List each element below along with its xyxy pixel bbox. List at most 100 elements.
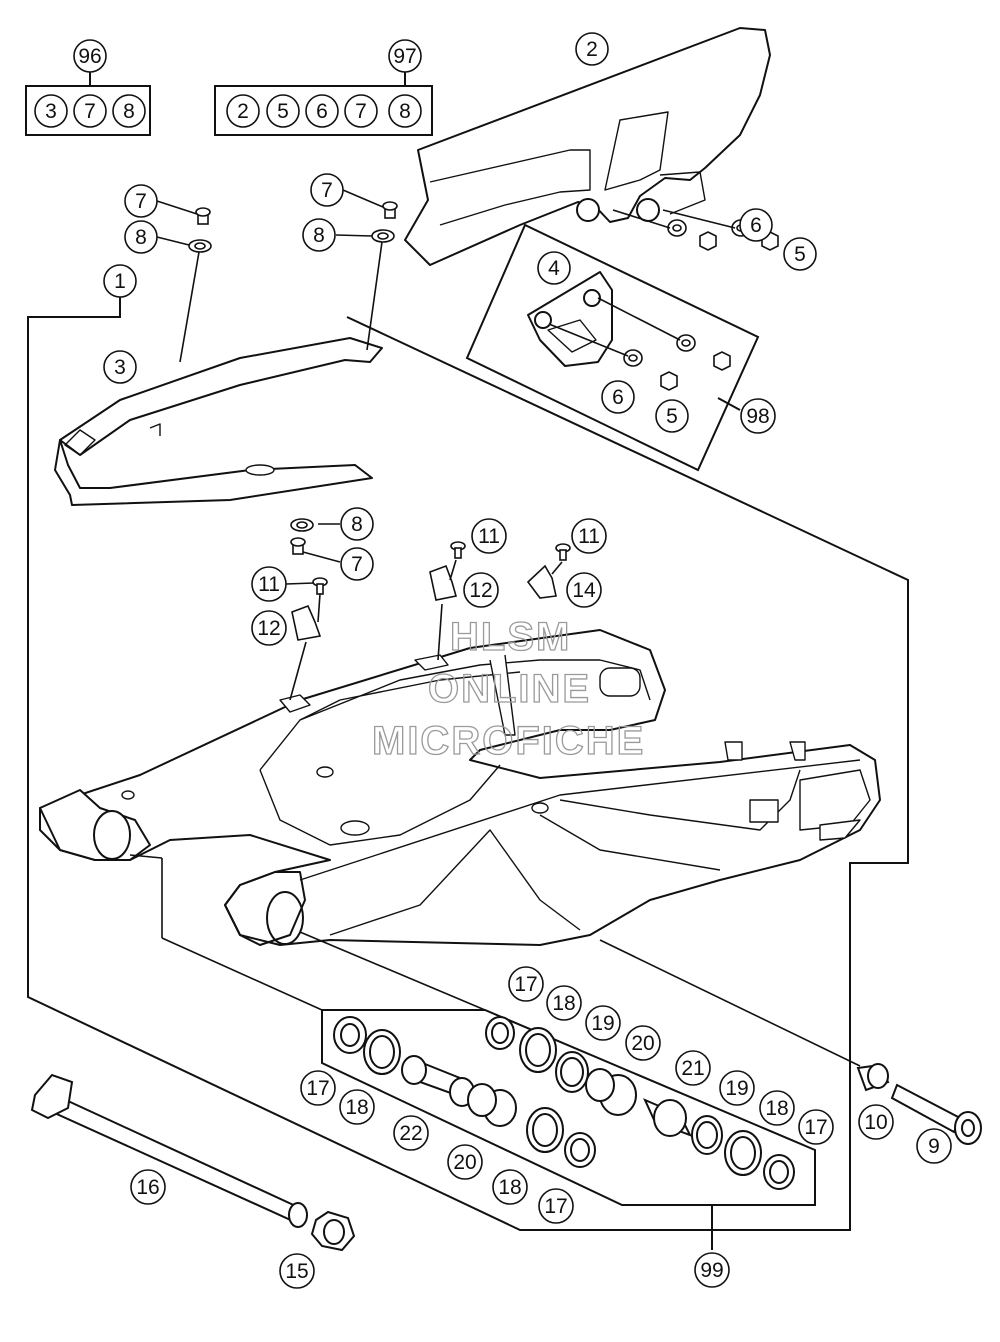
- callout-17-a-label: 17: [514, 973, 537, 996]
- callout-8-b: 8: [302, 218, 336, 252]
- leader-lines: [129, 189, 861, 1067]
- callout-18-d: 18: [492, 1169, 528, 1205]
- callout-11-c-label: 11: [578, 525, 600, 548]
- spacer-20-left: [467, 1083, 517, 1127]
- callout-18-b: 18: [759, 1090, 795, 1126]
- callout-7-b: 7: [310, 173, 344, 207]
- bearing-17-left: [333, 1016, 367, 1054]
- shock-bolt: [890, 1083, 982, 1145]
- callout-7-c: 7: [340, 547, 374, 581]
- callout-96-item-3: 8: [112, 94, 146, 128]
- callout-9: 9: [916, 1128, 952, 1164]
- callout-97-item-4: 7: [344, 94, 378, 128]
- swingarm-body: [39, 629, 881, 946]
- nut-5-a: [699, 231, 717, 251]
- callout-17-d: 17: [538, 1188, 574, 1224]
- callout-98-label: 98: [746, 405, 769, 428]
- callout-97-item-5: 8: [388, 94, 422, 128]
- callout-17-c-label: 17: [306, 1077, 329, 1100]
- callout-97-item-2-label: 5: [277, 100, 289, 123]
- callout-3-label: 3: [114, 356, 126, 379]
- callout-20-a-label: 20: [631, 1032, 654, 1055]
- callout-19-a-label: 19: [591, 1012, 614, 1035]
- callout-96-item-1-label: 3: [45, 100, 57, 123]
- callout-97-item-3: 6: [305, 94, 339, 128]
- callout-19-b-label: 19: [725, 1077, 748, 1100]
- washer-6-c: [676, 334, 696, 352]
- washer-8-a: [188, 239, 212, 253]
- callout-97-item-1: 2: [226, 94, 260, 128]
- callout-96: 96: [73, 39, 107, 73]
- callout-17-d-label: 17: [544, 1195, 567, 1218]
- callout-1: 1: [103, 264, 137, 298]
- seal-18-left: [363, 1029, 401, 1075]
- callout-18-c-label: 18: [345, 1096, 368, 1119]
- clamp-12-a: [291, 604, 322, 641]
- callout-99-label: 99: [700, 1259, 723, 1282]
- callout-18-a: 18: [546, 985, 582, 1021]
- callout-8-a: 8: [124, 220, 158, 254]
- spacer-bushing: [856, 1063, 890, 1092]
- callout-6-a: 6: [739, 208, 773, 242]
- callout-22-label: 22: [399, 1122, 422, 1145]
- callout-5-b-label: 5: [666, 405, 678, 428]
- chain-slider: [54, 337, 383, 506]
- callout-8-c: 8: [340, 507, 374, 541]
- seal-18-right-top: [519, 1027, 557, 1073]
- callout-3: 3: [103, 350, 137, 384]
- seal-18-mid: [526, 1107, 564, 1153]
- callout-17-b: 17: [798, 1109, 834, 1145]
- screw-7-b: [382, 201, 398, 219]
- callout-97-label: 97: [393, 45, 416, 68]
- callout-11-c: 11: [571, 518, 607, 554]
- spacer-21: [643, 1098, 693, 1137]
- nut-5-d: [660, 371, 678, 391]
- screw-11-b: [450, 541, 466, 559]
- callout-11-b-label: 11: [478, 525, 500, 548]
- pivot-nut: [310, 1210, 356, 1252]
- callout-19-a: 19: [585, 1005, 621, 1041]
- callout-20-b-label: 20: [453, 1151, 476, 1174]
- callout-21: 21: [675, 1050, 711, 1086]
- callout-12-a: 12: [251, 610, 287, 646]
- callout-97-item-3-label: 6: [316, 100, 328, 123]
- washer-19-right: [691, 1115, 723, 1155]
- callout-11-b: 11: [471, 518, 507, 554]
- screw-11-a: [312, 577, 328, 595]
- watermark: HLSM ONLINE MICROFICHE: [371, 614, 644, 763]
- callout-5-b: 5: [655, 399, 689, 433]
- callout-4: 4: [537, 251, 571, 285]
- callout-96-label: 96: [78, 45, 101, 68]
- callout-21-label: 21: [681, 1057, 704, 1080]
- washer-6-a: [667, 219, 687, 237]
- callout-12-a-label: 12: [257, 617, 280, 640]
- callout-18-b-label: 18: [765, 1097, 788, 1120]
- chain-guard: [404, 27, 771, 266]
- callout-7-c-label: 7: [351, 553, 363, 576]
- callout-97-item-5-label: 8: [399, 100, 411, 123]
- callout-8-a-label: 8: [135, 226, 147, 249]
- callout-11-a-label: 11: [258, 573, 280, 596]
- callout-18-c: 18: [339, 1089, 375, 1125]
- callout-10: 10: [858, 1104, 894, 1140]
- callout-7-a-label: 7: [135, 190, 147, 213]
- watermark-line-2: ONLINE: [428, 667, 591, 711]
- callout-20-a: 20: [625, 1025, 661, 1061]
- seal-18-right: [724, 1130, 762, 1176]
- bearing-17-right: [763, 1154, 795, 1190]
- callout-97-item-4-label: 7: [355, 100, 367, 123]
- screw-11-c: [555, 543, 571, 561]
- bearing-17-right-top: [485, 1016, 515, 1050]
- callout-19-b: 19: [719, 1070, 755, 1106]
- callout-97-item-2: 5: [266, 94, 300, 128]
- callout-15: 15: [279, 1253, 315, 1289]
- sleeve-22: [401, 1055, 475, 1107]
- kit-box-96: [25, 71, 151, 136]
- callouts: 96 3 7 8 97 2 5 6 7 8 2 7 8 7 8 6 5 4 1 …: [34, 32, 952, 1289]
- callout-9-label: 9: [928, 1135, 940, 1158]
- assembly-group-1-outline: [27, 296, 909, 1231]
- callout-18-a-label: 18: [552, 992, 575, 1015]
- washer-8-c: [290, 518, 314, 532]
